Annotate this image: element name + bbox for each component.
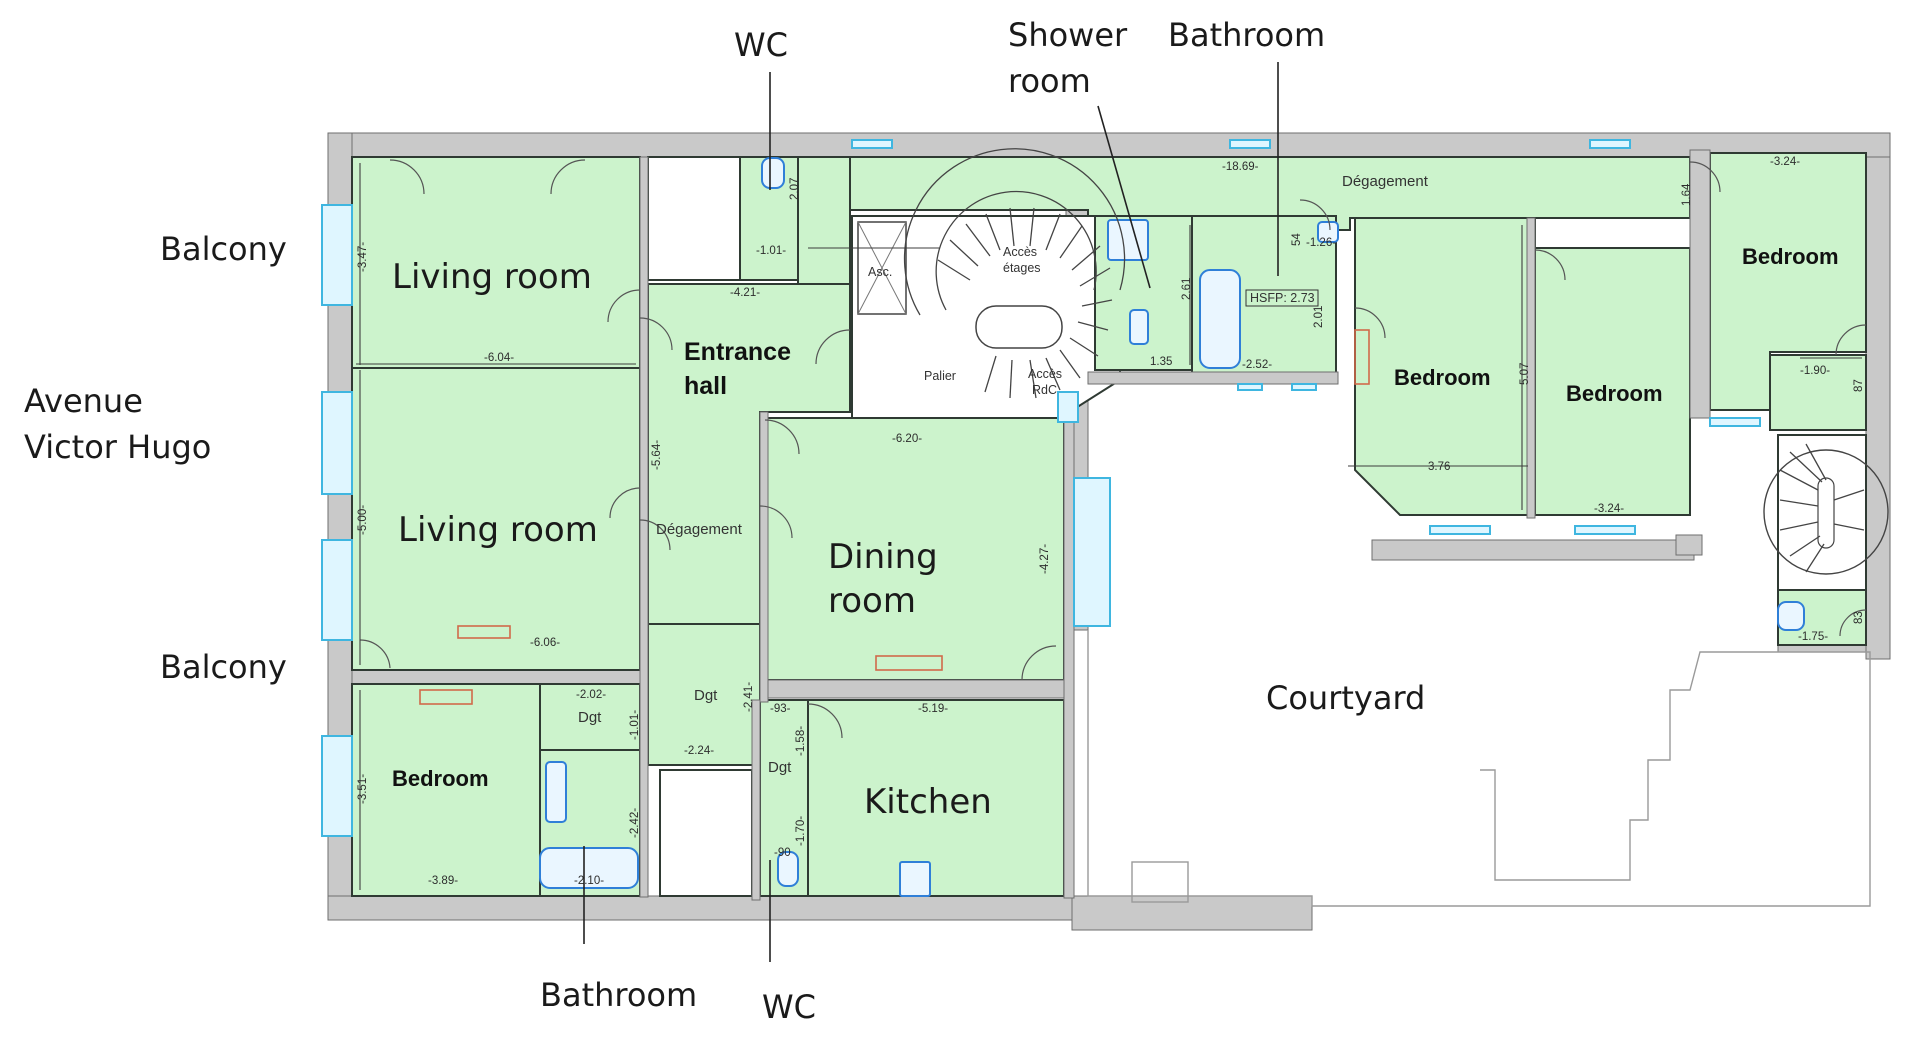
hsfp-label: HSFP: 2.73 [1250, 291, 1315, 305]
dining-room-label-1: Dining [828, 537, 938, 577]
dim-1-75: -1.75- [1798, 631, 1828, 643]
room-labels: Living room Living room Entrance hall Dé… [392, 173, 1839, 822]
dim-2-41: -2.41- [743, 682, 755, 712]
dim-2-52: -2.52- [1242, 359, 1272, 371]
living-room-1-label: Living room [392, 257, 592, 297]
dim-5-19: -5.19- [918, 703, 948, 715]
dim-1-64: 1.64 [1681, 183, 1693, 206]
dim-2-07: 2.07 [789, 178, 801, 200]
courtyard-label: Courtyard [1266, 679, 1425, 717]
bedroom-right-1-label: Bedroom [1394, 365, 1491, 390]
acces-etages-label-2: étages [1003, 261, 1041, 275]
dim-54: 54 [1291, 233, 1303, 246]
asc-label: Asc. [868, 265, 892, 279]
acces-rdc-label-1: Accès [1028, 367, 1062, 381]
dim-2-10: -2.10- [574, 875, 604, 887]
bathroom-top-callout: Bathroom [1168, 16, 1325, 54]
dim-3-47: -3.47- [357, 242, 369, 272]
dim-87: 87 [1853, 379, 1865, 392]
dim-1-35: 1.35 [1150, 356, 1172, 368]
entrance-hall-label-2: hall [684, 372, 727, 400]
dim-2-24: -2.24- [684, 745, 714, 757]
dgt-1-label: Dgt [578, 709, 602, 726]
dim-6-04: -6.04- [484, 352, 514, 364]
shower-room-callout-2: room [1008, 62, 1091, 100]
degagement-left-label: Dégagement [656, 521, 743, 538]
dim-2-61: 2.61 [1181, 278, 1193, 300]
wc-top-callout: WC [734, 26, 788, 64]
windows [321, 139, 1761, 837]
bedroom-right-2-label: Bedroom [1566, 381, 1663, 406]
kitchen-label: Kitchen [864, 782, 992, 822]
dim-1-01: -1.01- [629, 710, 641, 740]
dim-5-64: -5.64- [651, 440, 663, 470]
living-room-2-label: Living room [398, 510, 598, 550]
dim-3-24a: -3.24- [1594, 503, 1624, 515]
dim-4-21: -4.21- [730, 287, 760, 299]
dim-3-24b: -3.24- [1770, 156, 1800, 168]
dim-1-26: -1.26- [1306, 237, 1336, 249]
dim-3-89: -3.89- [428, 875, 458, 887]
dim-3-51: -3.51- [357, 774, 369, 804]
radiators [419, 329, 1370, 705]
dim-1-58: -1.58- [795, 726, 807, 756]
courtyard-area [1087, 630, 1871, 907]
dim-1-70: -1.70- [795, 816, 807, 846]
dim-5-07: 5.07 [1519, 363, 1531, 385]
acces-etages-label-1: Accès [1003, 245, 1037, 259]
dim-6-06: -6.06- [530, 637, 560, 649]
spiral-staircase-main [903, 148, 1126, 399]
bedroom-top-right-label: Bedroom [1742, 244, 1839, 269]
entrance-hall-label-1: Entrance [684, 338, 791, 366]
palier-label: Palier [924, 369, 956, 383]
dim-93: -93- [770, 703, 791, 715]
bathroom-bottom-callout: Bathroom [540, 976, 697, 1014]
dgt-2-label: Dgt [694, 687, 718, 704]
balcony-label-top: Balcony [160, 230, 287, 268]
dimension-lines [356, 163, 1862, 890]
callouts: WC Shower room Bathroom Bathroom WC [540, 16, 1325, 1026]
interior-walls [639, 149, 1711, 901]
acces-rdc-label-2: RdC [1032, 383, 1057, 397]
dim-2-02: -2.02- [576, 689, 606, 701]
dim-2-42: -2.42- [629, 808, 641, 838]
dim-4-27: -4.27- [1039, 544, 1051, 574]
dining-room-label-2: room [828, 581, 916, 621]
dgt-3-label: Dgt [768, 759, 792, 776]
dim-1-01b: -1.01- [756, 245, 786, 257]
dim-1-90: -1.90- [1800, 365, 1830, 377]
dim-3-76: 3.76 [1428, 461, 1450, 473]
dim-83: 83 [1853, 611, 1865, 624]
dim-18-69: -18.69- [1222, 161, 1259, 173]
exterior-annotations: Balcony Balcony Avenue Victor Hugo Court… [24, 230, 1425, 717]
balcony-label-bottom: Balcony [160, 648, 287, 686]
degagement-top-label: Dégagement [1342, 173, 1429, 190]
dim-2-01: 2.01 [1313, 306, 1325, 328]
dimension-labels: -3.47- -6.04- -5.00- -6.06- -3.51- -3.89… [357, 156, 1865, 887]
dim-90: -90 [774, 847, 791, 859]
bedroom-bottom-left-label: Bedroom [392, 766, 489, 791]
dim-5-00: -5.00- [357, 505, 369, 535]
dim-6-20: -6.20- [892, 433, 922, 445]
wc-bottom-callout: WC [762, 988, 816, 1026]
fixtures [539, 157, 1805, 897]
doors [359, 159, 1867, 739]
spiral-staircase-secondary [1763, 443, 1889, 575]
street-label-2: Victor Hugo [24, 428, 211, 466]
shower-room-callout-1: Shower [1008, 16, 1128, 54]
street-label-1: Avenue [24, 382, 143, 420]
